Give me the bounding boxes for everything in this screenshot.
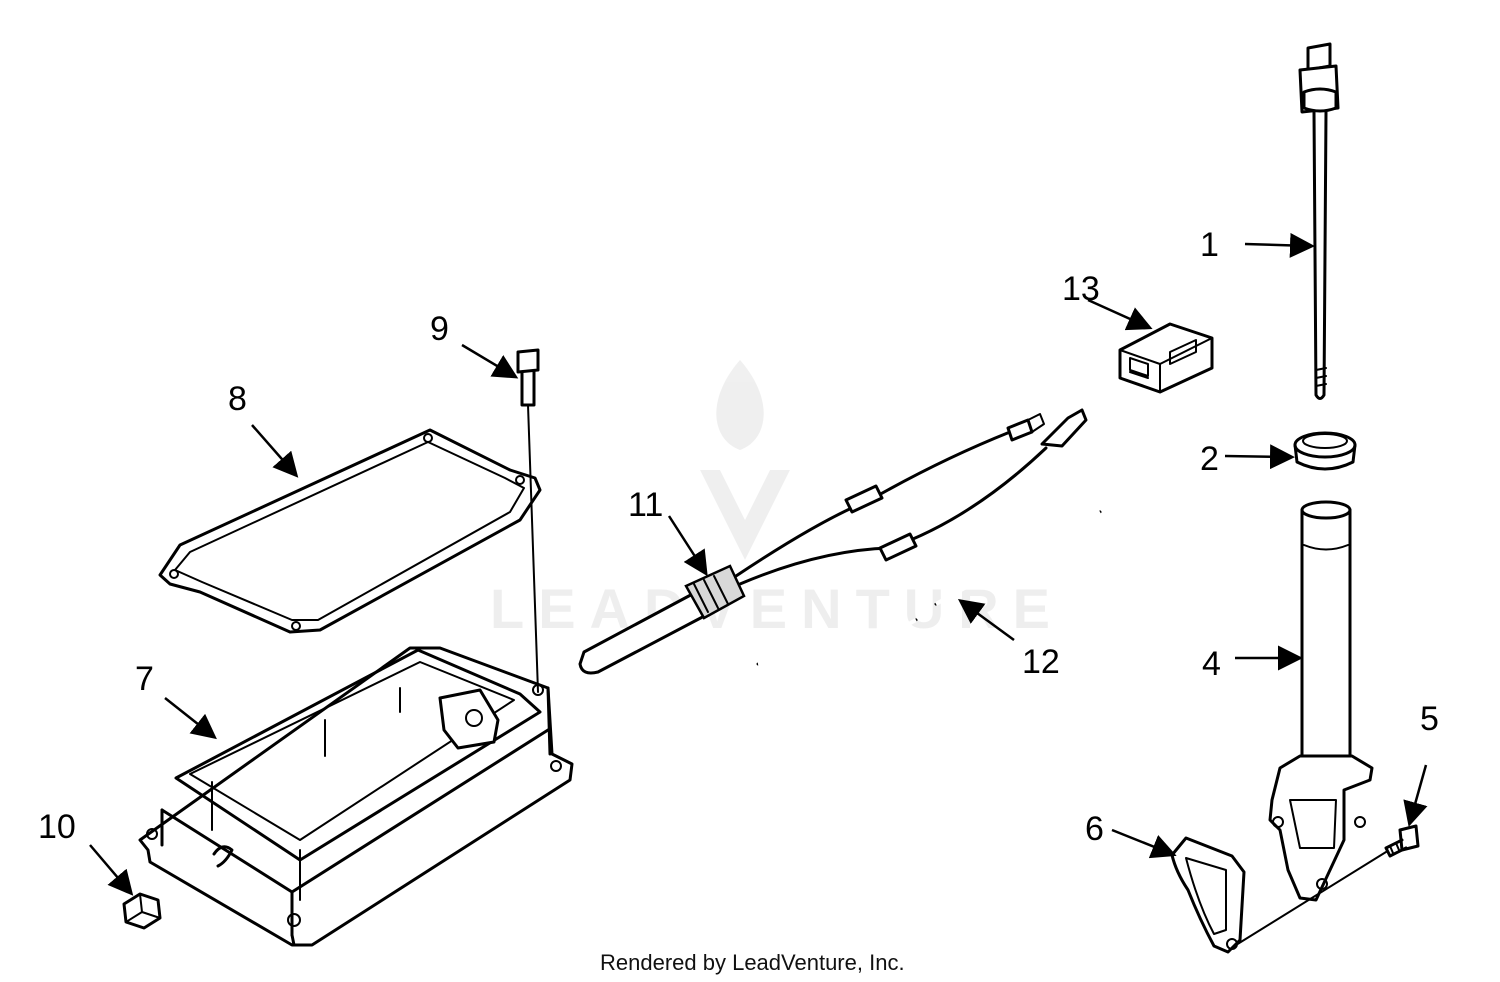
- arrow-11: [667, 515, 708, 577]
- arrow-5: [1403, 764, 1428, 827]
- pan-gasket-part: [158, 428, 542, 634]
- callout-7: 7: [135, 660, 154, 698]
- sensor-harness-part: [578, 408, 1088, 675]
- dipstick-tube-part: [1268, 500, 1374, 902]
- callout-10: 10: [38, 808, 76, 846]
- arrow-9: [461, 343, 519, 379]
- callout-11: 11: [628, 486, 663, 524]
- callout-6: 6: [1085, 810, 1104, 848]
- arrow-12: [957, 599, 1015, 642]
- watermark-text: LEADVENTURE: [490, 577, 1064, 640]
- callout-4: 4: [1202, 645, 1221, 683]
- callout-13: 13: [1062, 270, 1100, 308]
- drain-plug-part: [122, 892, 162, 930]
- callout-8: 8: [228, 380, 247, 418]
- arrow-8: [251, 424, 299, 478]
- screw-part: [1235, 824, 1420, 946]
- credit-text: Rendered by LeadVenture, Inc.: [600, 950, 905, 975]
- tube-gasket-part: [1170, 836, 1246, 954]
- oil-pan-part: [138, 646, 574, 947]
- arrow-2: [1224, 444, 1295, 470]
- callout-12: 12: [1022, 643, 1060, 681]
- callout-9: 9: [430, 310, 449, 348]
- connector-block-part: [1118, 322, 1214, 394]
- watermark-logo: LEADVENTURE: [490, 360, 1064, 640]
- arrow-6: [1111, 828, 1177, 859]
- dipstick-part: [1298, 42, 1340, 400]
- callout-labels: 1 2 4 5 6 7 8 9 10 11 12 13: [38, 226, 1439, 848]
- callout-5: 5: [1420, 700, 1439, 738]
- seal-ring-part: [1293, 431, 1357, 471]
- arrow-1: [1244, 232, 1315, 258]
- callout-2: 2: [1200, 440, 1219, 478]
- leader-arrows: [89, 232, 1428, 896]
- wire-sleeve-part: [756, 510, 1102, 675]
- arrow-13: [1087, 298, 1153, 331]
- arrow-7: [164, 697, 217, 740]
- arrow-10: [89, 844, 134, 896]
- callout-1: 1: [1200, 226, 1219, 264]
